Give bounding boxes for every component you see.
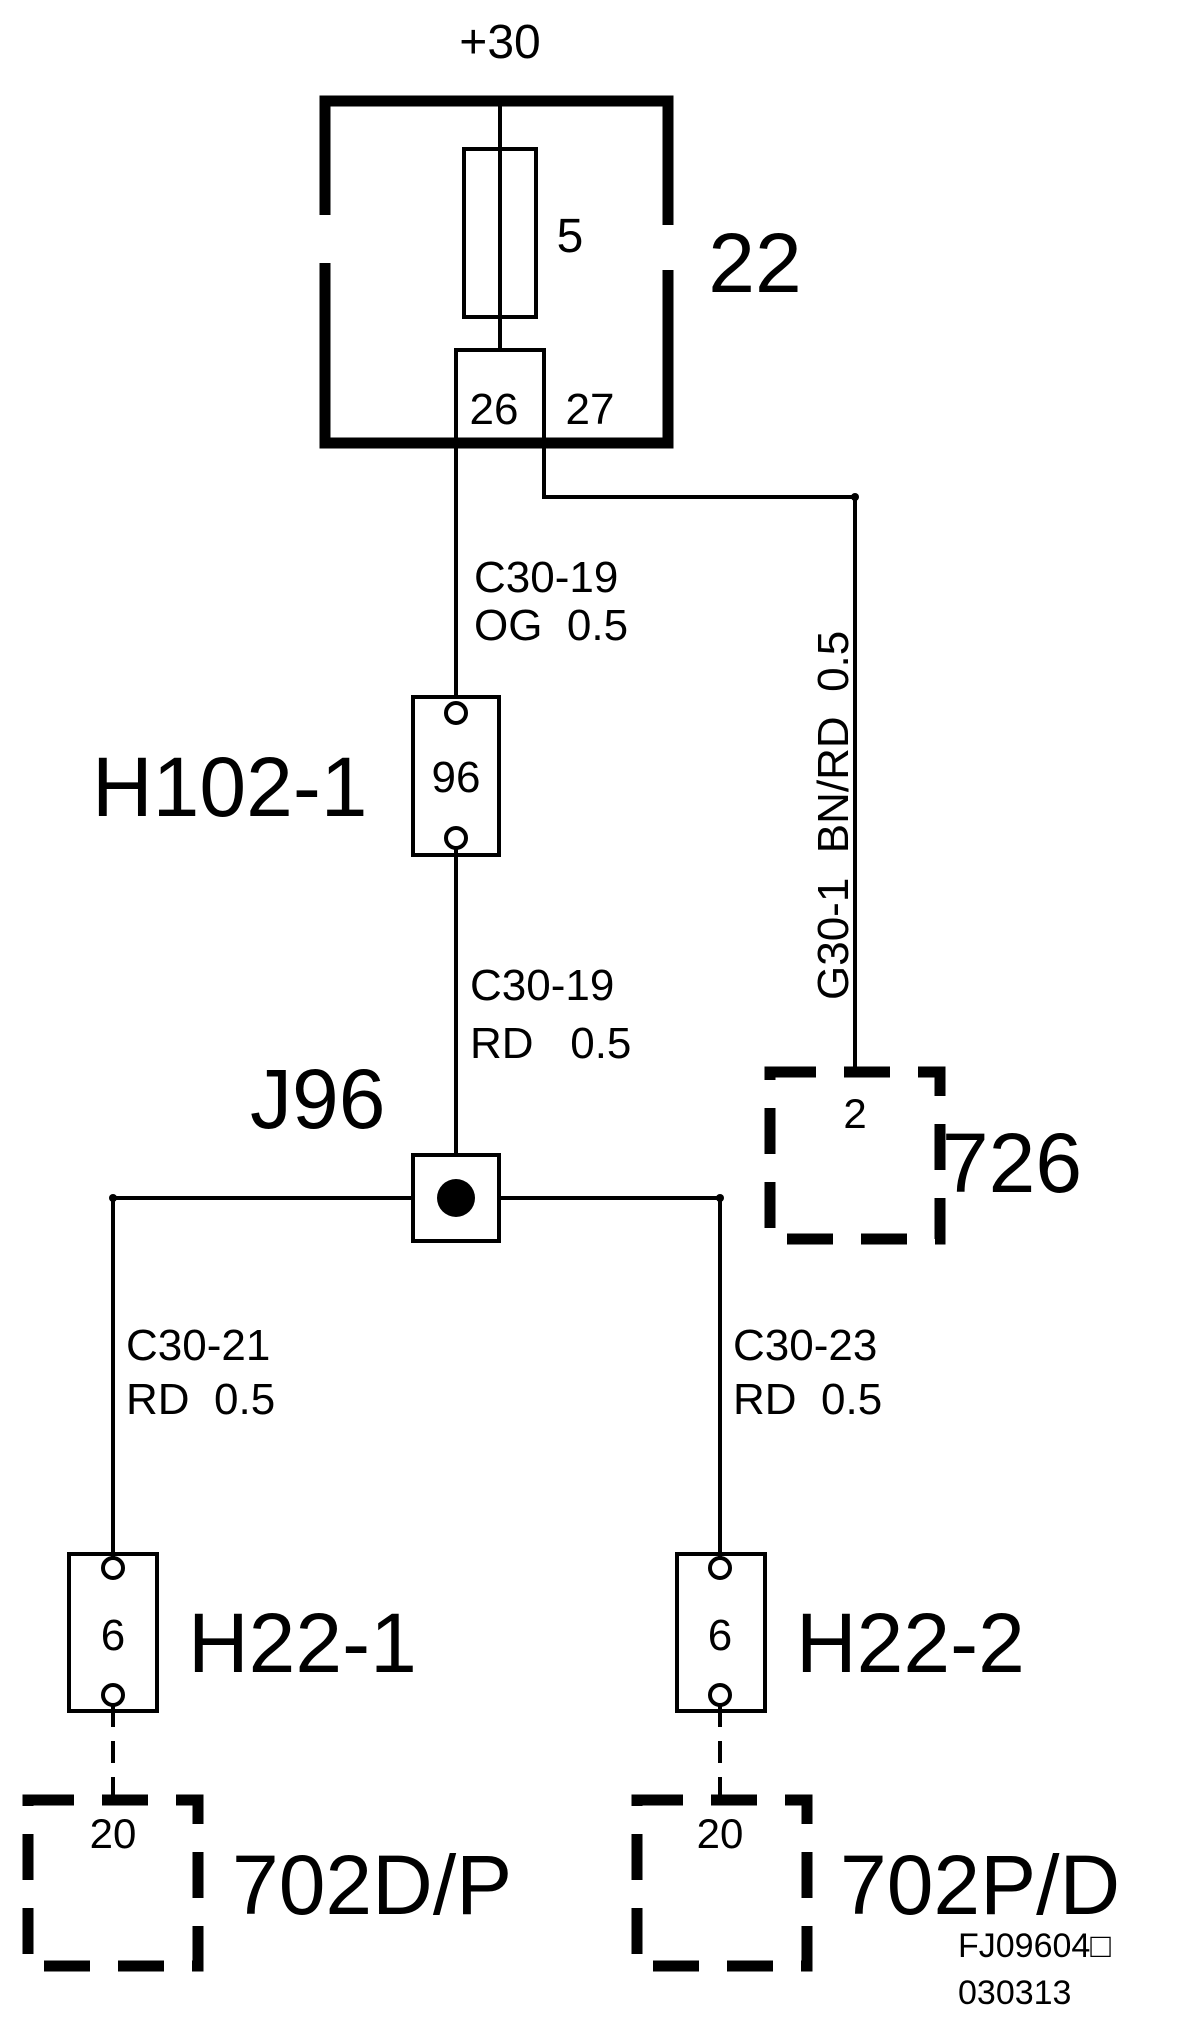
component-726-pin: 2 [843,1090,866,1137]
wire-c30-21-spec: RD 0.5 [126,1375,275,1424]
wire-g30-1-label: G30-1 BN/RD 0.5 [809,631,858,1000]
wire-g30-1-corner [851,493,859,501]
wire-c30-21-circuit: C30-21 [126,1321,270,1370]
connector-h22-2: 6 H22-2 [675,1552,1025,1713]
connector-h22-1-hole-bottom [101,1683,125,1707]
connector-h102-1-id: H102-1 [92,740,368,834]
connector-h22-2-hole-bottom [708,1683,732,1707]
connector-h22-1-id: H22-1 [188,1596,417,1690]
component-726: 2 726 [764,1066,1082,1245]
connector-h102-1-hole-top [444,701,468,725]
wire-c30-19-og-spec: OG 0.5 [474,601,628,650]
supply-label: +30 [459,16,540,69]
drawing-code: FJ09604□ [958,1927,1111,1965]
wire-c30-23-circuit: C30-23 [733,1321,877,1370]
drawing-date: 030313 [958,1974,1071,2012]
component-702pd: 20 702P/D [631,1794,1120,1972]
wire-c30-19-rd-circuit: C30-19 [470,961,614,1010]
junction-j96: J96 [109,1052,724,1500]
component-702dp-id: 702D/P [232,1838,512,1932]
connector-h22-1-pin: 6 [101,1611,125,1660]
fuse-rating: 5 [557,210,584,263]
connector-h22-2-pin: 6 [708,1611,732,1660]
junction-branch-right-corner [716,1194,724,1202]
component-726-outline [764,1066,946,1245]
component-702dp-outline [22,1794,204,1972]
wire-c30-23-spec: RD 0.5 [733,1375,882,1424]
connector-h22-1: 6 H22-1 [67,1552,417,1713]
fuse-box-id: 22 [708,216,801,310]
fuse-box-outline-top [319,95,674,225]
junction-j96-dot [437,1179,475,1217]
fuse-element [462,147,538,319]
junction-j96-id: J96 [250,1052,385,1146]
connector-h102-1-hole-bottom [444,826,468,850]
wire-g30-1 [542,440,857,1072]
connector-h102-1: 96 H102-1 [92,695,501,857]
component-702dp: 20 702D/P [22,1794,512,1972]
wire-c30-19-og-circuit: C30-19 [474,553,618,602]
pin-26-label: 26 [470,385,519,434]
fuse-box-22: 5 22 26 27 [319,95,802,449]
fuse-box-outline-bottom [319,263,674,449]
wire-c30-19-rd-spec: RD 0.5 [470,1019,631,1068]
component-702pd-pin: 20 [697,1810,744,1857]
pin-27-label: 27 [566,385,615,434]
component-702pd-id: 702P/D [840,1838,1120,1932]
component-702pd-outline [631,1794,813,1972]
component-702dp-pin: 20 [90,1810,137,1857]
junction-branch-left-corner [109,1194,117,1202]
connector-h102-1-pin: 96 [432,753,481,802]
connector-h22-1-hole-top [101,1556,125,1580]
connector-h22-2-hole-top [708,1556,732,1580]
pin-26-cell [454,348,546,442]
component-726-id: 726 [942,1116,1082,1210]
connector-h22-2-id: H22-2 [796,1596,1025,1690]
